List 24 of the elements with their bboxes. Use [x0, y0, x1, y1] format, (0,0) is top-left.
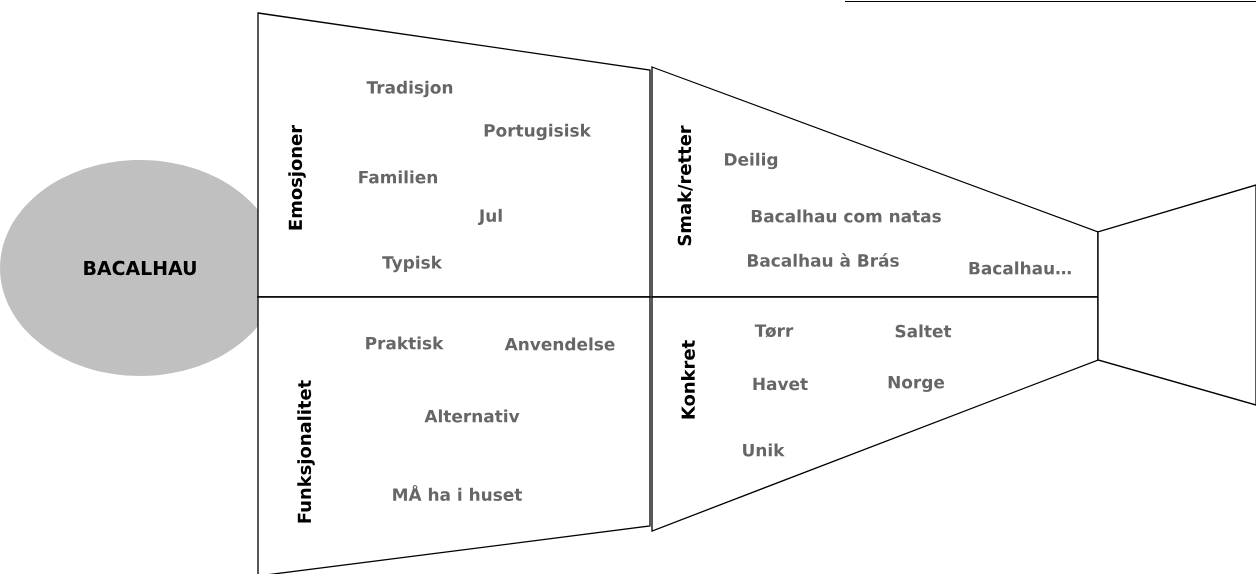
word-label: Tørr	[754, 324, 794, 338]
word-label: Praktisk	[366, 336, 444, 350]
word-label: Bacalhau…	[969, 261, 1071, 275]
empty-panel	[1097, 184, 1256, 406]
band-heading: Funksjonalitet	[297, 380, 315, 523]
word-label: Typisk	[382, 255, 443, 273]
word-label: Norge	[888, 376, 945, 392]
band-heading: Konkret	[681, 340, 695, 419]
word-label: Anvendelse	[504, 337, 615, 351]
word-label: Alternativ	[424, 409, 520, 423]
word-label: Havet	[753, 377, 808, 391]
word-label: MÅ ha i huset	[393, 485, 522, 501]
word-label: Saltet	[895, 324, 952, 338]
word-label: Jul	[477, 208, 502, 226]
band-heading: Emosjoner	[288, 124, 306, 230]
oval: BACALHAU	[0, 160, 280, 376]
word-label: Bacalhau à Brás	[748, 253, 899, 267]
word-label: Familien	[359, 170, 437, 184]
word-label: Portugisisk	[484, 123, 592, 141]
word-label: Deilig	[725, 152, 778, 170]
word-label: Tradisjon	[366, 80, 453, 98]
band-heading: Smak/retter	[677, 125, 693, 246]
word-label: Unik	[743, 443, 785, 457]
word-label: Bacalhau com natas	[751, 209, 941, 223]
